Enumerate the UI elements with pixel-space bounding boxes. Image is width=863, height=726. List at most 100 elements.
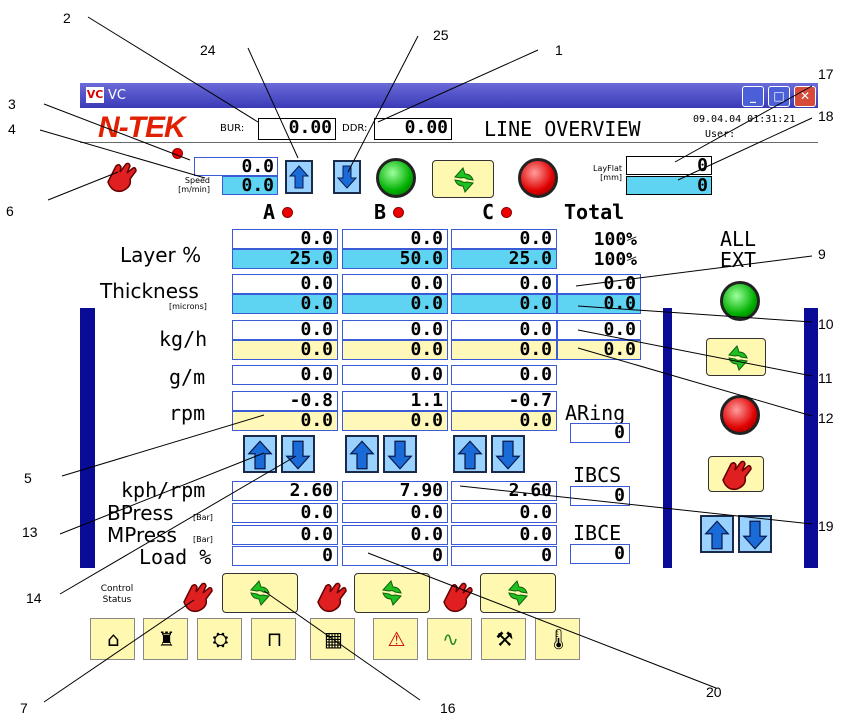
- callout-1: 1: [555, 42, 563, 58]
- arrow-down-icon: [337, 165, 357, 189]
- thickness-unit: [microns]: [169, 302, 207, 311]
- nav-parameters-button[interactable]: ⚒: [481, 618, 526, 660]
- kgh-total-set[interactable]: 0.0: [557, 320, 641, 340]
- kph-rpm-a[interactable]: 2.60: [232, 481, 338, 501]
- line-speed-set[interactable]: 0.0: [194, 157, 278, 176]
- kph-rpm-c[interactable]: 2.60: [451, 481, 557, 501]
- callout-12: 12: [818, 410, 834, 426]
- all-ext-start-lamp[interactable]: [720, 281, 760, 321]
- rpm-a-actual: 0.0: [232, 411, 338, 431]
- line-stop-lamp[interactable]: [518, 158, 558, 198]
- all-ext-up-button[interactable]: [700, 515, 734, 553]
- trend-icon: ∿: [442, 627, 459, 651]
- nav-alarm-button[interactable]: ⚠: [373, 618, 418, 660]
- layer-b-set[interactable]: 0.0: [342, 229, 448, 249]
- speed-down-button[interactable]: [333, 160, 361, 194]
- all-ext-down-button[interactable]: [738, 515, 772, 553]
- layflat-actual: 0: [626, 176, 712, 195]
- mpress-label: MPress: [107, 523, 177, 547]
- layer-a-set[interactable]: 0.0: [232, 229, 338, 249]
- callout-18: 18: [818, 108, 834, 124]
- arrow-up-icon: [247, 440, 273, 470]
- maximize-button[interactable]: □: [768, 86, 790, 107]
- all-ext-stop-lamp[interactable]: [720, 395, 760, 435]
- ddr-value[interactable]: 0.00: [374, 118, 452, 140]
- layer-total-actual: 100%: [593, 249, 637, 270]
- control-c-auto-button[interactable]: [480, 573, 556, 613]
- kgh-b-set[interactable]: 0.0: [342, 320, 448, 340]
- layer-label: Layer %: [120, 243, 202, 267]
- close-button[interactable]: ✕: [794, 86, 816, 107]
- all-ext-manual-button[interactable]: [708, 456, 764, 492]
- ibce-label: IBCE: [573, 521, 622, 545]
- gm-c: 0.0: [451, 365, 557, 385]
- rpm-c-set[interactable]: -0.7: [451, 391, 557, 411]
- callout-5: 5: [24, 470, 32, 486]
- minimize-button[interactable]: _: [742, 86, 764, 107]
- all-ext-label: ALL EXT: [719, 227, 757, 272]
- bpress-label: BPress: [107, 501, 174, 525]
- kgh-a-set[interactable]: 0.0: [232, 320, 338, 340]
- layflat-set[interactable]: 0: [626, 156, 712, 175]
- rpm-b-set[interactable]: 1.1: [342, 391, 448, 411]
- ibce-value: 0: [570, 544, 630, 564]
- column-a-header: A: [263, 200, 276, 224]
- line-manual-button[interactable]: [102, 160, 152, 196]
- nav-home-button[interactable]: ⌂: [90, 618, 135, 660]
- thickness-a-set[interactable]: 0.0: [232, 274, 338, 294]
- extruder-b-up-button[interactable]: [345, 435, 379, 473]
- bpress-c: 0.0: [451, 503, 557, 523]
- winder-icon: ⛭: [212, 627, 229, 651]
- mpress-b: 0.0: [342, 525, 448, 545]
- machine-icon: ▦: [324, 627, 343, 651]
- hand-icon: [317, 582, 347, 613]
- extruder-a-up-button[interactable]: [243, 435, 277, 473]
- all-ext-auto-button[interactable]: [706, 338, 766, 376]
- arrow-up-icon: [289, 165, 309, 189]
- callout-17: 17: [818, 66, 834, 82]
- nav-hopper-button[interactable]: ⊓: [251, 618, 296, 660]
- bur-label: BUR:: [220, 123, 245, 134]
- callout-3: 3: [8, 96, 16, 112]
- nav-winder-button[interactable]: ⛭: [197, 618, 242, 660]
- layer-c-set[interactable]: 0.0: [451, 229, 557, 249]
- logo: N-TEK: [98, 111, 186, 144]
- control-b-auto-button[interactable]: [354, 573, 430, 613]
- kgh-label: kg/h: [159, 327, 208, 351]
- control-a-manual-icon[interactable]: [178, 580, 228, 616]
- bur-value[interactable]: 0.00: [258, 118, 336, 140]
- line-auto-button[interactable]: [432, 160, 494, 198]
- extruder-c-up-button[interactable]: [453, 435, 487, 473]
- thickness-c-set[interactable]: 0.0: [451, 274, 557, 294]
- cycle-icon: [508, 580, 528, 606]
- hmi-window: VC VC _ □ ✕ N-TEK BUR: 0.00 DDR: 0.00 LI…: [80, 83, 818, 663]
- extruder-b-down-button[interactable]: [383, 435, 417, 473]
- kgh-c-set[interactable]: 0.0: [451, 320, 557, 340]
- callout-6: 6: [6, 203, 14, 219]
- rpm-b-actual: 0.0: [342, 411, 448, 431]
- nav-extruder-button[interactable]: ♜: [143, 618, 188, 660]
- control-a-auto-button[interactable]: [222, 573, 298, 613]
- nav-machine-button[interactable]: ▦: [310, 618, 355, 660]
- cycle-icon: [250, 580, 270, 606]
- parameters-icon: ⚒: [495, 627, 514, 651]
- arrow-down-icon: [495, 440, 521, 470]
- nav-temperature-button[interactable]: 🌡: [535, 618, 580, 660]
- bpress-b: 0.0: [342, 503, 448, 523]
- line-start-lamp[interactable]: [376, 158, 416, 198]
- callout-24: 24: [200, 42, 216, 58]
- gm-a: 0.0: [232, 365, 338, 385]
- kph-rpm-b[interactable]: 7.90: [342, 481, 448, 501]
- gm-label: g/m: [169, 365, 206, 389]
- extruder-a-down-button[interactable]: [281, 435, 315, 473]
- rpm-a-set[interactable]: -0.8: [232, 391, 338, 411]
- thickness-b-set[interactable]: 0.0: [342, 274, 448, 294]
- hand-icon: [443, 582, 473, 613]
- thickness-total-set[interactable]: 0.0: [557, 274, 641, 294]
- nav-trend-button[interactable]: ∿: [427, 618, 472, 660]
- speed-up-button[interactable]: [285, 160, 313, 194]
- load-b: 0: [342, 546, 448, 566]
- extruder-b-led: [393, 207, 404, 218]
- extruder-c-down-button[interactable]: [491, 435, 525, 473]
- kph-rpm-label: kph/rpm: [121, 478, 206, 502]
